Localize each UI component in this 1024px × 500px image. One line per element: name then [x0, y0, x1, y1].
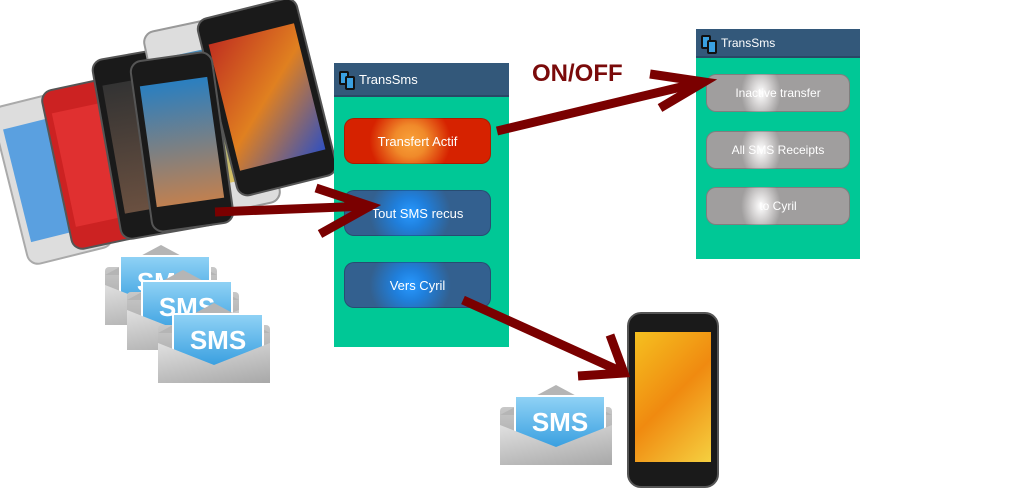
android-phone-icon: [627, 312, 719, 488]
arrow-to-app: [214, 201, 369, 217]
sms-envelope-icon: SMS: [158, 303, 270, 383]
app-title-bar: TransSms: [334, 63, 509, 97]
arrow-to-phone: [461, 295, 624, 377]
arrowhead: [314, 183, 382, 238]
app-title: TransSms: [721, 35, 776, 50]
all-sms-receipts-button[interactable]: All SMS Receipts: [706, 131, 850, 169]
app-screen-english: TransSms Inactive transfer All SMS Recei…: [696, 29, 860, 259]
app-title: TransSms: [359, 71, 418, 87]
arrowhead: [649, 69, 718, 112]
app-icon: [339, 71, 355, 90]
app-title-bar: TransSms: [696, 29, 860, 58]
sms-envelope-icon: SMS: [500, 385, 612, 465]
arrow-onoff: [495, 77, 704, 136]
on-off-label: ON/OFF: [532, 60, 623, 87]
transfer-active-button[interactable]: Transfert Actif: [344, 118, 491, 164]
arrowhead: [577, 333, 631, 381]
app-icon: [701, 34, 717, 54]
to-cyril-button[interactable]: to Cyril: [706, 187, 850, 225]
inactive-transfer-button[interactable]: Inactive transfer: [706, 74, 850, 112]
all-sms-button[interactable]: Tout SMS recus: [344, 190, 491, 236]
